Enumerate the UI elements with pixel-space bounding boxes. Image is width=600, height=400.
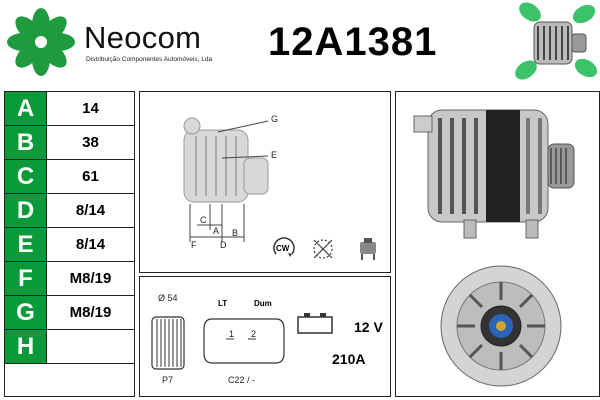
spec-letter: B: [5, 126, 47, 159]
no-regulator-icon: [313, 239, 333, 259]
brand-subtitle: Distribuição Componentes Automóveis, Lda: [86, 56, 213, 63]
part-number: 12A1381: [268, 20, 438, 64]
spec-row-a: A 14: [5, 92, 134, 126]
label-f: F: [191, 240, 197, 250]
alternator-thumbnail-icon: [515, 2, 598, 80]
label-c: C: [200, 215, 207, 225]
connector-code: C22 / -: [228, 375, 256, 385]
alternator-outline-icon: [183, 117, 269, 242]
spec-row-g: G M8/19: [5, 296, 134, 330]
spec-letter: H: [5, 330, 47, 363]
plug-dum-label: Dum: [254, 299, 272, 308]
alternator-side-photo-icon: [413, 109, 575, 239]
spec-table: A 14 B 38 C 61 D 8/14 E 8/14 F M8/19 G M…: [4, 91, 135, 397]
pin-2: 2: [251, 329, 257, 339]
spec-value: 8/14: [75, 202, 106, 219]
spec-row-d: D 8/14: [5, 194, 134, 228]
label-b: B: [232, 228, 239, 238]
current: 210A: [332, 351, 366, 367]
spec-value: [47, 330, 134, 363]
regulator-icon: [360, 238, 376, 260]
spec-value: 8/14: [75, 236, 106, 253]
rotation-cw-icon: [273, 237, 295, 257]
spec-letter: G: [5, 296, 47, 329]
label-e: E: [271, 150, 278, 160]
spec-value: 38: [82, 134, 99, 151]
label-a: A: [213, 226, 220, 236]
spec-row-b: B 38: [5, 126, 134, 160]
label-g: G: [271, 114, 279, 124]
plug-lt-label: LT: [218, 299, 228, 308]
spec-letter: A: [5, 92, 47, 125]
brand-name: Neocom: [84, 20, 202, 55]
connector-plug-icon: [203, 318, 285, 364]
rotation-label: CW: [276, 244, 290, 253]
spec-letter: C: [5, 160, 47, 193]
voltage: 12 V: [354, 319, 383, 335]
spec-letter: E: [5, 228, 47, 261]
product-photos: [395, 91, 600, 397]
spec-value: M8/19: [69, 270, 112, 287]
spec-value: 14: [82, 100, 99, 117]
pin-1: 1: [229, 329, 235, 339]
spec-value: 61: [82, 168, 99, 185]
technical-info: Ø 54 P7 LT Dum 1 2 C22 / - 12 V 210A: [139, 276, 391, 397]
alternator-front-photo-icon: [440, 265, 562, 387]
label-d: D: [220, 240, 227, 250]
spec-row-c: C 61: [5, 160, 134, 194]
neocom-logo-icon: [7, 8, 75, 76]
battery-icon: [297, 313, 333, 334]
spec-value: M8/19: [69, 304, 112, 321]
spec-letter: F: [5, 262, 47, 295]
spec-row-h: H: [5, 330, 134, 364]
spec-letter: D: [5, 194, 47, 227]
pulley-diameter: Ø 54: [158, 293, 178, 303]
dimension-diagram: G E C A B F D CW: [139, 91, 391, 273]
spec-row-f: F M8/19: [5, 262, 134, 296]
spec-row-e: E 8/14: [5, 228, 134, 262]
pulley-icon: [151, 316, 185, 370]
pulley-type: P7: [162, 375, 174, 385]
